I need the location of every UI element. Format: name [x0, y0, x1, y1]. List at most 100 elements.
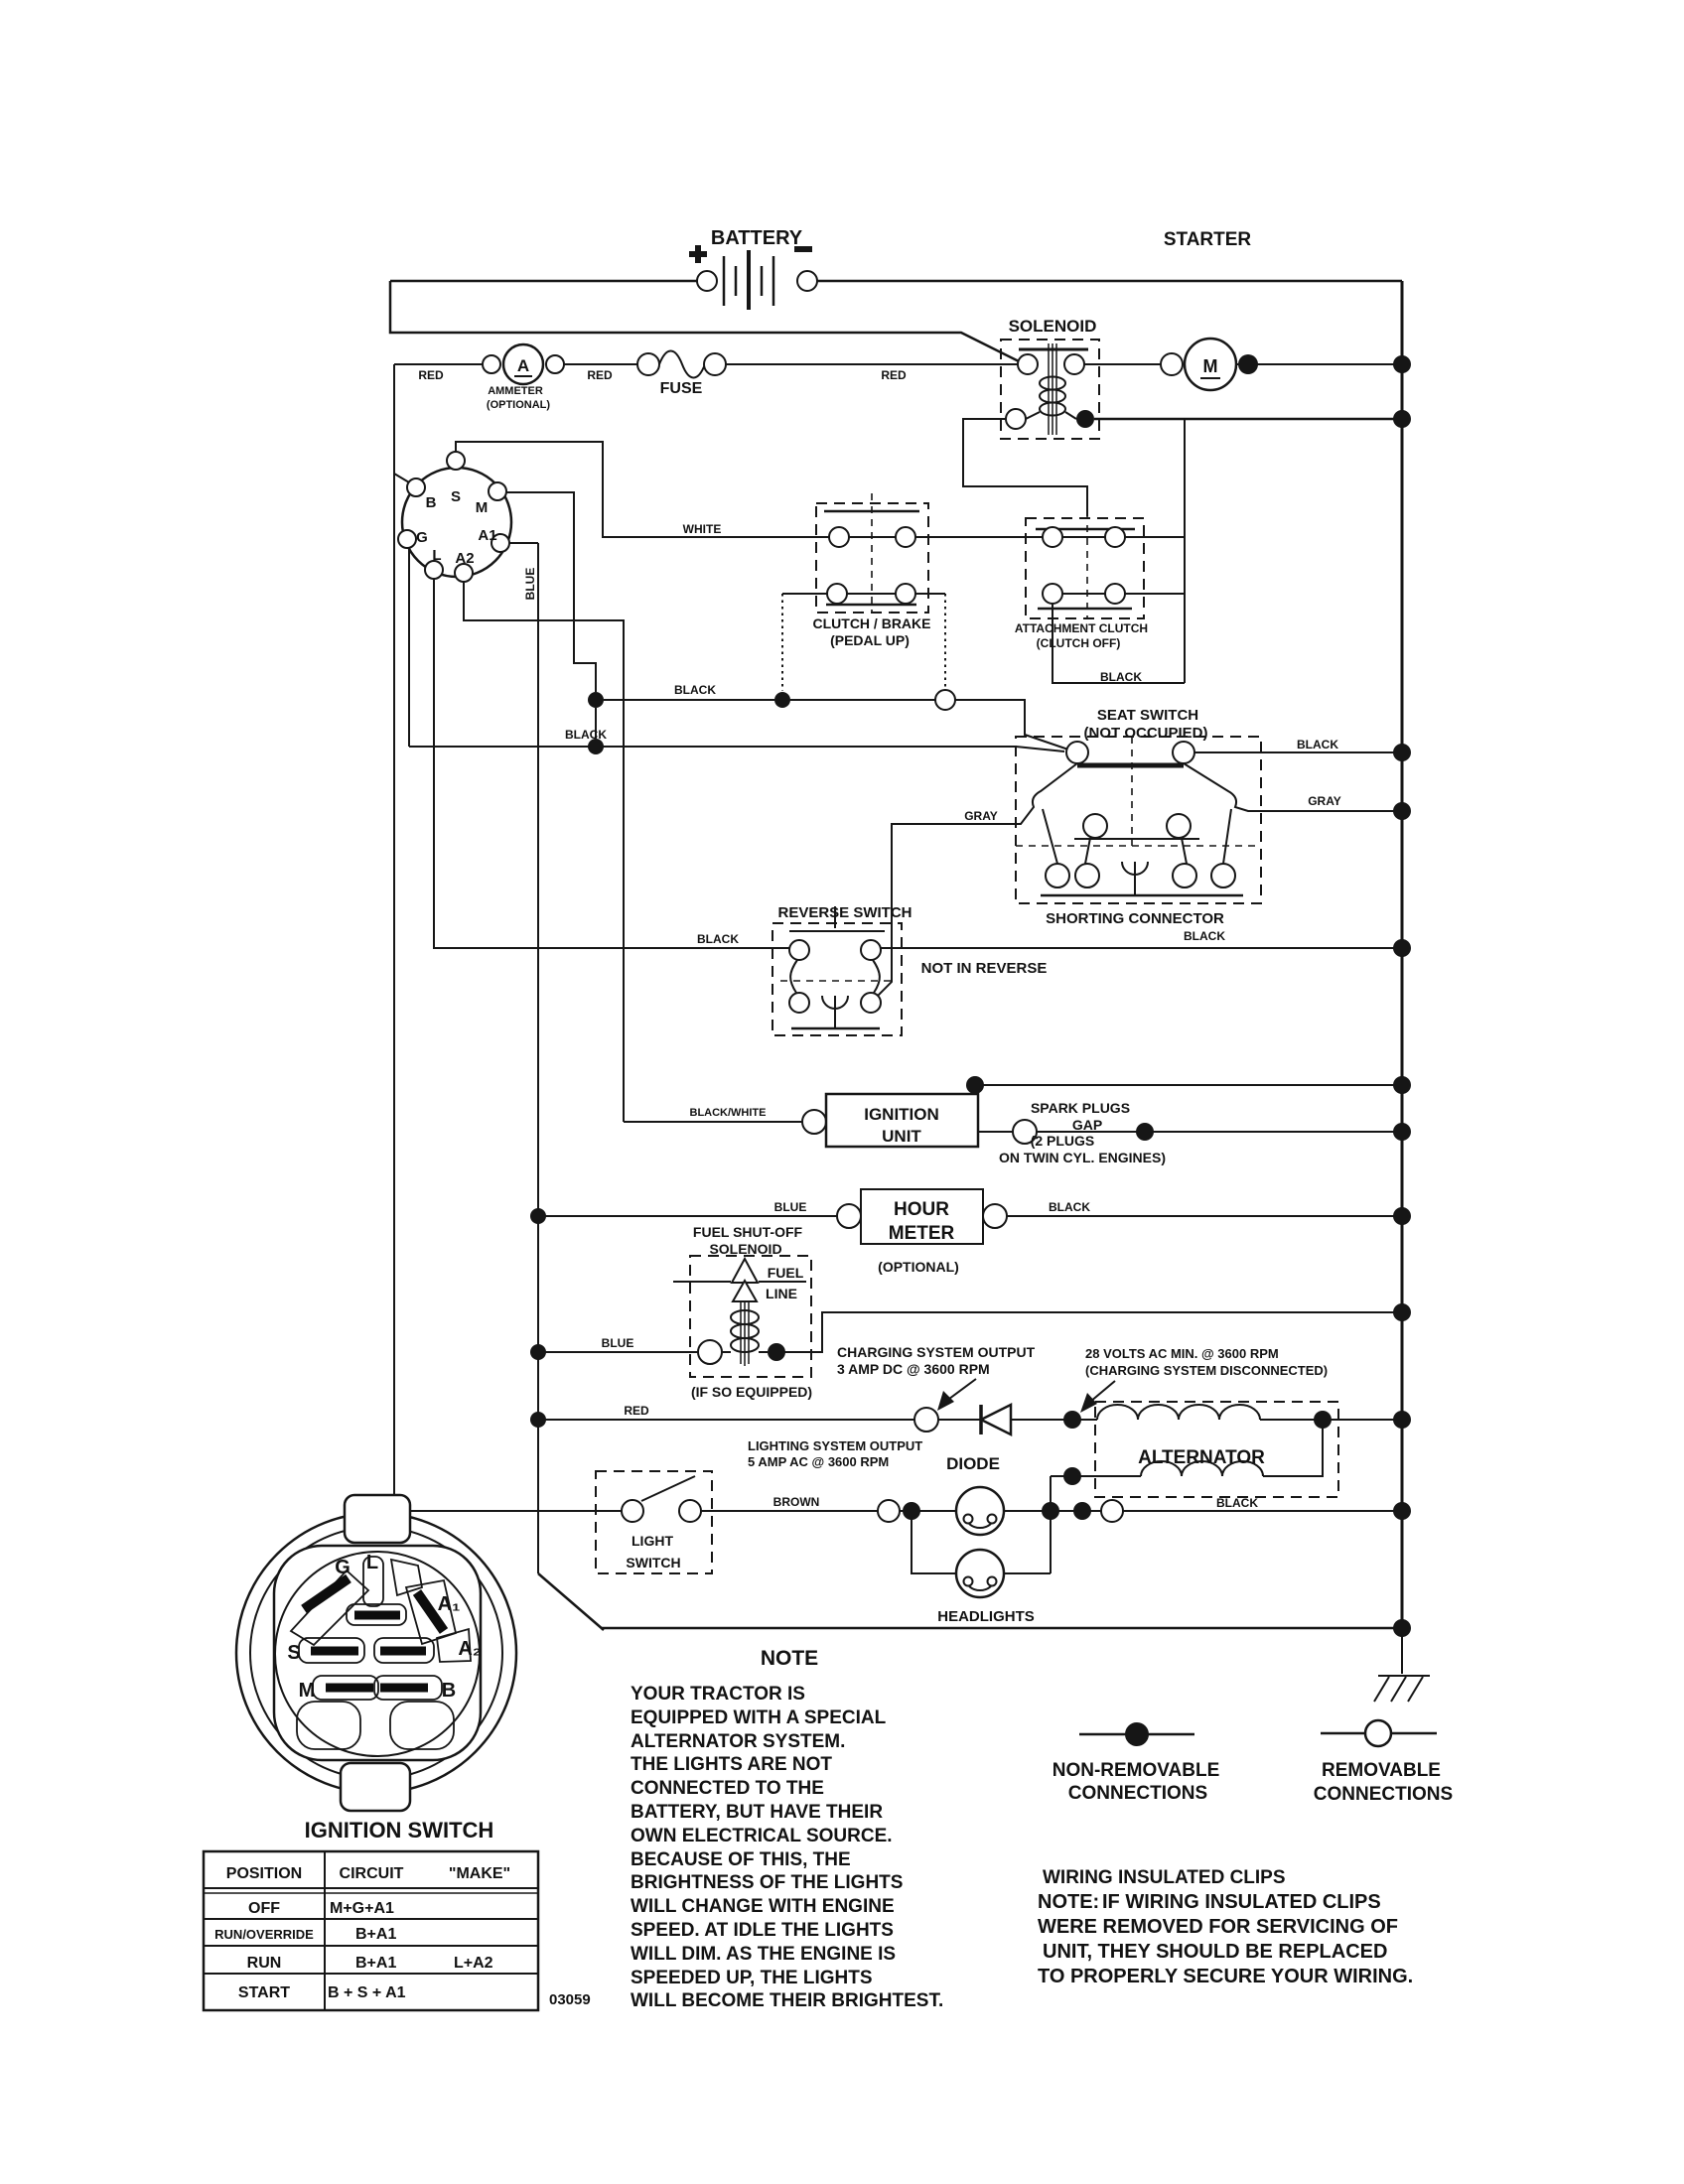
clutch-brake-state-label: (PEDAL UP): [830, 632, 910, 648]
ignition-unit: BLACK/WHITE IGNITION UNIT: [624, 1092, 980, 1149]
switch-terminal-g: G: [335, 1557, 351, 1578]
fuel-shutoff-solenoid: BLUE FUEL SHUT-OFF SOLENOID FUEL LINE (I…: [530, 1224, 812, 1400]
lighting-wiring: RED LIGHTING SYSTEM OUTPUT 5 AMP AC @ 36…: [530, 1404, 981, 1469]
clips-note-label: NOTE:: [1038, 1891, 1099, 1913]
spark-plugs-label-2: GAP: [1072, 1117, 1102, 1133]
arrow-icon: [1080, 1393, 1097, 1413]
table-cell: B + S + A1: [328, 1984, 406, 2001]
headlights-label: HEADLIGHTS: [937, 1608, 1035, 1625]
charging-label-1: CHARGING SYSTEM OUTPUT: [837, 1344, 1036, 1360]
table-cell: OFF: [248, 1900, 280, 1917]
hour-meter-label-1: HOUR: [894, 1199, 949, 1220]
note-line: ALTERNATOR SYSTEM.: [631, 1731, 845, 1752]
fuel-solenoid-label-2: SOLENOID: [709, 1241, 781, 1257]
connector-terminal-s: S: [451, 488, 461, 505]
wire-label-red: RED: [624, 1404, 649, 1418]
wire-label-black: BLACK: [674, 683, 716, 697]
volts-label-1: 28 VOLTS AC MIN. @ 3600 RPM: [1085, 1346, 1279, 1361]
table-cell: B+A1: [355, 1955, 396, 1972]
switch-terminal-a1: A₁: [438, 1593, 461, 1615]
alternator: ALTERNATOR BLACK: [1051, 1401, 1402, 1510]
clutch-brake-label: CLUTCH / BRAKE: [813, 615, 931, 631]
wire-label-red: RED: [418, 368, 444, 382]
wire-label-blue: BLUE: [523, 568, 537, 601]
ammeter-label: AMMETER: [488, 385, 543, 397]
switch-terminal-a2: A₂: [458, 1638, 481, 1660]
solenoid: SOLENOID: [962, 317, 1402, 516]
light-switch-label-1: LIGHT: [632, 1533, 673, 1549]
switch-terminal-s: S: [287, 1642, 300, 1664]
alternator-label: ALTERNATOR: [1138, 1447, 1265, 1468]
removable-connection-icon: [1363, 1718, 1393, 1748]
note-line: WILL BECOME THEIR BRIGHTEST.: [631, 1990, 943, 2011]
ground-symbol: [1373, 1628, 1430, 1703]
not-in-reverse-label: NOT IN REVERSE: [921, 960, 1048, 977]
fuel-line-label-1: FUEL: [768, 1265, 804, 1281]
wire-label-black: BLACK: [1184, 929, 1225, 943]
fuse: FUSE RED: [636, 349, 1018, 397]
note-line: THE LIGHTS ARE NOT: [631, 1754, 832, 1775]
note-line: BRIGHTNESS OF THE LIGHTS: [631, 1872, 903, 1893]
battery: BATTERY: [390, 227, 1402, 310]
note-line: YOUR TRACTOR IS: [631, 1684, 805, 1705]
wire-label-red: RED: [587, 368, 613, 382]
fuel-arrow-icon: [731, 1278, 759, 1302]
clips-note-block: WIRING INSULATED CLIPS NOTE: IF WIRING I…: [1038, 1867, 1413, 1987]
starter: STARTER M: [1160, 229, 1402, 392]
battery-plus-icon: [689, 245, 707, 263]
ignition-switch-connector: B S M G A1 L A2 WHITE BLUE: [393, 364, 829, 1573]
table-cell: START: [238, 1984, 290, 2001]
seat-switch-state-label: (NOT OCCUPIED): [1084, 725, 1208, 742]
starter-label: STARTER: [1164, 229, 1252, 250]
ignition-switch-table: POSITION CIRCUIT "MAKE" OFF M+G+A1 RUN/O…: [202, 1849, 591, 2012]
note-line: SPEEDED UP, THE LIGHTS: [631, 1968, 873, 1988]
clips-line: WERE REMOVED FOR SERVICING OF: [1038, 1916, 1398, 1938]
clips-line: IF WIRING INSULATED CLIPS: [1102, 1891, 1381, 1913]
charging-label-2: 3 AMP DC @ 3600 RPM: [837, 1361, 990, 1377]
spark-plugs-wiring: SPARK PLUGS GAP (2 PLUGS ON TWIN CYL. EN…: [966, 1076, 1402, 1165]
spark-plugs-label-1: SPARK PLUGS: [1031, 1100, 1130, 1116]
connector-terminal-a2: A2: [455, 550, 474, 567]
doc-number: 03059: [549, 1991, 591, 2008]
note-block: NOTE YOUR TRACTOR IS EQUIPPED WITH A SPE…: [631, 1647, 943, 2011]
table-cell: L+A2: [454, 1955, 493, 1972]
connector-terminal-a1: A1: [478, 527, 496, 544]
reverse-switch: REVERSE SWITCH BLACK NOT IN REVERSE BLAC…: [697, 904, 1402, 1036]
wire-label-brown: BROWN: [773, 1495, 820, 1509]
solenoid-label: SOLENOID: [1009, 317, 1097, 336]
note-line: BATTERY, BUT HAVE THEIR: [631, 1802, 883, 1823]
note-line: WILL CHANGE WITH ENGINE: [631, 1896, 895, 1917]
headlights: HEADLIGHTS: [877, 1476, 1402, 1625]
table-cell: B+A1: [355, 1926, 396, 1943]
switch-terminal-b: B: [442, 1680, 456, 1702]
wire-label-black: BLACK: [1297, 738, 1338, 751]
connector-terminal-b: B: [426, 494, 437, 511]
note-line: BECAUSE OF THIS, THE: [631, 1849, 851, 1870]
fuel-equipped-label: (IF SO EQUIPPED): [691, 1384, 812, 1400]
table-cell: RUN/OVERRIDE: [214, 1927, 314, 1942]
ignition-switch-face: G L A₁ A₂ S M B IGNITION SWITCH: [234, 1493, 518, 1843]
starter-m-symbol: M: [1203, 356, 1218, 376]
table-header-position: POSITION: [226, 1865, 302, 1882]
fuel-line-label-2: LINE: [766, 1286, 797, 1301]
table-header-circuit: CIRCUIT: [340, 1865, 404, 1882]
ignition-switch-title: IGNITION SWITCH: [305, 1818, 494, 1843]
wire-label-black: BLACK: [565, 728, 607, 742]
table-cell: M+G+A1: [330, 1900, 394, 1917]
charging-wiring: CHARGING SYSTEM OUTPUT 3 AMP DC @ 3600 R…: [776, 1311, 1402, 1413]
table-header-make: "MAKE": [449, 1865, 510, 1882]
right-ground-bus: [1393, 281, 1411, 1637]
battery-feed-wire: [388, 281, 1020, 363]
seat-switch-label: SEAT SWITCH: [1097, 707, 1198, 724]
legend-removable-1: REMOVABLE: [1322, 1760, 1441, 1781]
switch-terminal-m: M: [299, 1680, 316, 1702]
wire-label-blue: BLUE: [774, 1200, 807, 1214]
clips-line: TO PROPERLY SECURE YOUR WIRING.: [1038, 1966, 1413, 1987]
non-removable-connection-icon: [1125, 1722, 1149, 1746]
spark-plugs-label-4: ON TWIN CYL. ENGINES): [999, 1150, 1166, 1165]
attachment-clutch-state-label: (CLUTCH OFF): [1037, 636, 1121, 650]
attachment-clutch-label: ATTACHMENT CLUTCH: [1015, 621, 1148, 635]
hour-meter: BLUE HOUR METER BLACK (OPTIONAL): [530, 1188, 1402, 1275]
note-line: OWN ELECTRICAL SOURCE.: [631, 1826, 893, 1846]
